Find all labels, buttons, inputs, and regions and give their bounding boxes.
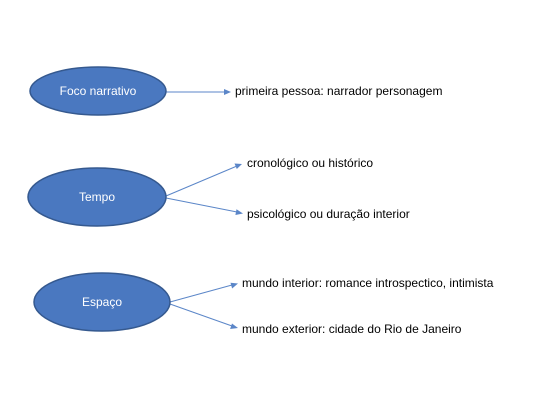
leaf-label-cronologico: cronológico ou histórico: [247, 156, 373, 170]
node-group-tempo: Tempo cronológico ou histórico psicológi…: [27, 156, 410, 227]
arrow-head-icon: [224, 89, 231, 95]
connector-arrow: [165, 165, 238, 197]
node-ellipse-espaco: [33, 272, 171, 332]
connector-arrow: [169, 284, 233, 303]
arrow-head-icon: [230, 282, 238, 289]
arrow-head-icon: [234, 163, 242, 169]
connector-arrow: [165, 197, 238, 213]
leaf-label-mundo-interior: mundo interior: romance introspectico, i…: [242, 276, 494, 290]
node-label-espaco: Espaço: [82, 295, 122, 309]
node-ellipse-tempo: [27, 167, 167, 227]
leaf-label-mundo-exterior: mundo exterior: cidade do Rio de Janeiro: [242, 322, 462, 336]
node-group-foco-narrativo: Foco narrativo primeira pessoa: narrador…: [29, 66, 442, 116]
arrow-head-icon: [235, 209, 243, 215]
leaf-label-primeira-pessoa: primeira pessoa: narrador personagem: [235, 84, 442, 98]
node-label-foco-narrativo: Foco narrativo: [60, 84, 137, 98]
leaf-label-psicologico: psicológico ou duração interior: [247, 207, 410, 221]
node-group-espaco: Espaço mundo interior: romance introspec…: [33, 272, 494, 336]
arrow-head-icon: [230, 323, 238, 329]
node-ellipse-foco-narrativo: [29, 66, 167, 116]
connector-arrow: [169, 303, 233, 327]
node-label-tempo: Tempo: [79, 190, 115, 204]
